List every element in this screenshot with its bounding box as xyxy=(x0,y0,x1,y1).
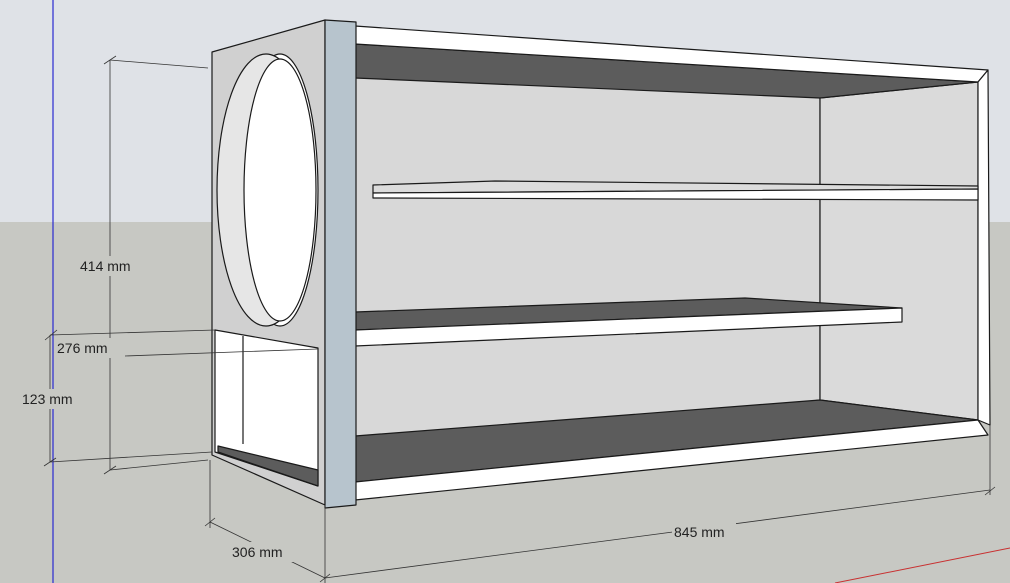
dim-label-bg xyxy=(672,522,736,542)
dim-label-depth: 306 mm xyxy=(232,544,283,560)
right-panel-inner xyxy=(819,81,979,421)
back-wall xyxy=(354,43,821,463)
dim-label-height-base: 123 mm xyxy=(22,391,73,407)
dim-label-bg xyxy=(20,389,84,409)
dim-label-height-opening: 276 mm xyxy=(57,340,108,356)
dim-label-bg xyxy=(78,256,142,276)
dimension-lines xyxy=(43,55,996,583)
upper-shelf-edge xyxy=(372,188,979,201)
dim-label-bg xyxy=(230,542,294,562)
cabinet-model[interactable] xyxy=(211,19,991,509)
dim-label-bg xyxy=(55,338,119,358)
red-axis xyxy=(834,547,1010,583)
dim-label-height-total: 414 mm xyxy=(80,258,131,274)
left-panel-front-edge xyxy=(324,19,357,509)
right-panel-edge xyxy=(977,69,991,426)
speaker-hole-opening xyxy=(243,58,317,322)
dim-label-width: 845 mm xyxy=(674,524,725,540)
opening-inner-floor xyxy=(217,445,319,487)
